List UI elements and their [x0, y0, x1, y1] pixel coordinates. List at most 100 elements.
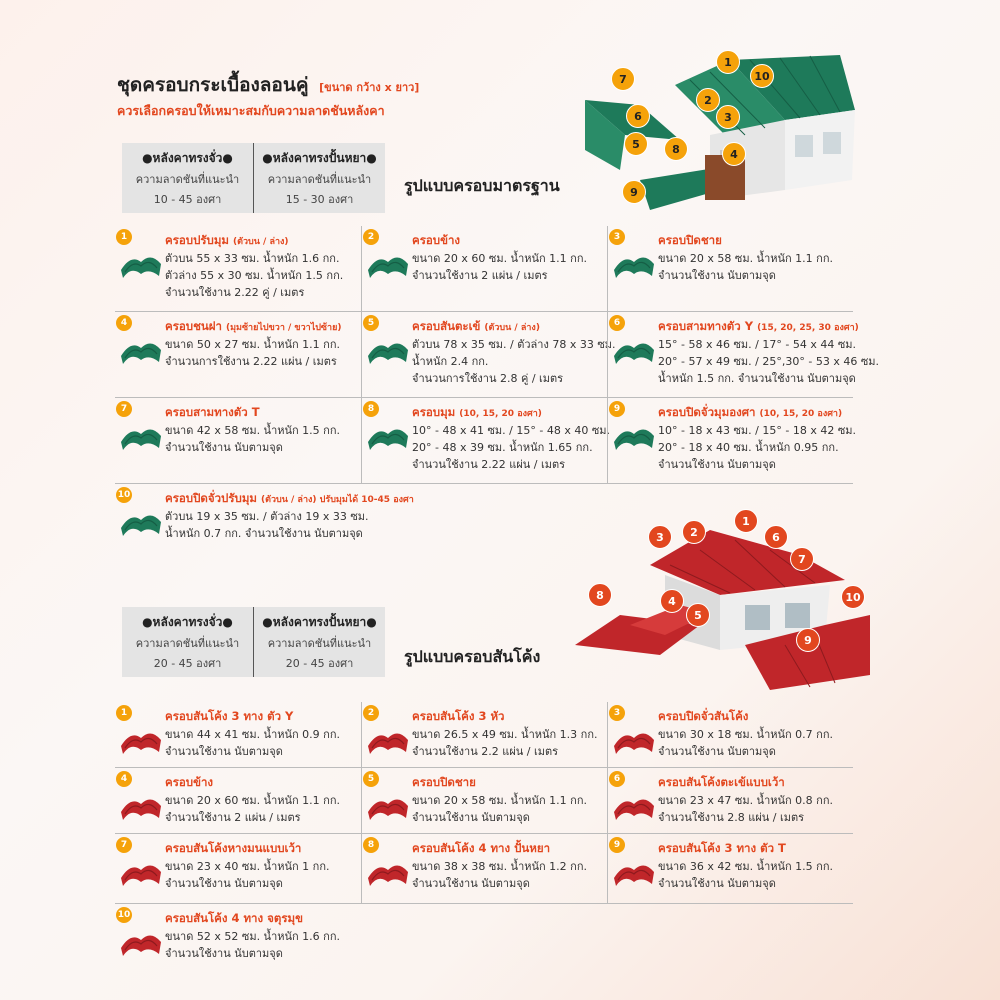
product-thumbnail-icon	[614, 865, 654, 886]
product-name: ครอบสันโค้ง 3 ทาง ตัว Y	[165, 708, 357, 726]
slope-hip: ●หลังคาทรงปั้นหยา● ความลาดชันที่แนะนำ 15…	[253, 143, 385, 213]
green-marker-9: 9	[622, 180, 646, 204]
product-detail: จำนวนการใช้งาน 2.22 แผ่น / เมตร	[165, 355, 337, 368]
product-detail: ขนาด 44 x 41 ซม. น้ำหนัก 0.9 กก.	[165, 728, 340, 741]
product-detail: ขนาด 20 x 60 ซม. น้ำหนัก 1.1 กก.	[412, 252, 587, 265]
product-detail: ขนาด 20 x 58 ซม. น้ำหนัก 1.1 กก.	[412, 794, 587, 807]
product-detail: จำนวนใช้งาน 2.8 แผ่น / เมตร	[658, 811, 805, 824]
product-thumbnail-icon	[368, 865, 408, 886]
product-name-text: ครอบข้าง	[165, 775, 214, 789]
product-name: ครอบข้าง	[165, 774, 357, 792]
green-marker-3: 3	[716, 105, 740, 129]
page-title-text: ชุดครอบกระเบื้องลอนคู่	[117, 74, 309, 96]
product-name-text: ครอบสันโค้งตะเข้แบบเว้า	[658, 775, 785, 789]
product-name: ครอบปิดจั่วสันโค้ง	[658, 708, 849, 726]
product-note: (10, 15, 20 องศา)	[759, 409, 843, 419]
slope-line: ความลาดชันที่แนะนำ	[267, 636, 372, 650]
product-thumbnail-icon	[368, 799, 408, 820]
product-detail: 10° - 48 x 41 ซม. / 15° - 48 x 40 ซม.	[412, 424, 611, 437]
product-detail: น้ำหนัก 1.5 กก. จำนวนใช้งาน นับตามจุด	[658, 372, 856, 385]
product-note: (ตัวบน / ล่าง)	[233, 237, 289, 247]
red-marker-7: 7	[790, 547, 814, 571]
product-detail: จำนวนใช้งาน 2.22 แผ่น / เมตร	[412, 458, 566, 471]
product-thumbnail-icon	[121, 343, 161, 364]
red-marker-8: 8	[588, 583, 612, 607]
product-detail: จำนวนใช้งาน นับตามจุด	[412, 877, 530, 890]
red-marker-5: 5	[686, 603, 710, 627]
slope-head: ●หลังคาทรงจั่ว●	[142, 150, 233, 165]
product-name-text: ครอบมุม	[412, 405, 456, 419]
slope-range: 15 - 30 องศา	[285, 192, 354, 206]
product-name: ครอบสันโค้งหางมนแบบเว้า	[165, 840, 357, 858]
page-subtitle: ควรเลือกครอบให้เหมาะสมกับความลาดชันหลังค…	[117, 103, 385, 118]
slope-line: ความลาดชันที่แนะนำ	[267, 172, 372, 186]
product-name-text: ครอบชนฝา	[165, 319, 222, 333]
product-detail: 20° - 48 x 39 ซม. น้ำหนัก 1.65 กก.	[412, 441, 593, 454]
item-number-badge: 6	[609, 315, 625, 331]
product-detail: จำนวนใช้งาน นับตามจุด	[165, 947, 283, 960]
product-thumbnail-icon	[368, 733, 408, 754]
product-detail: ตัวบน 19 x 35 ซม. / ตัวล่าง 19 x 33 ซม.	[165, 510, 369, 523]
item-number-badge: 5	[363, 771, 379, 787]
product-thumbnail-icon	[368, 257, 408, 278]
product-detail: จำนวนใช้งาน นับตามจุด	[165, 745, 283, 758]
green-marker-6: 6	[626, 104, 650, 128]
item-number-badge: 2	[363, 705, 379, 721]
product-detail: จำนวนใช้งาน 2.22 คู่ / เมตร	[165, 286, 305, 299]
slope-head: ●หลังคาทรงปั้นหยา●	[262, 150, 377, 165]
product-thumbnail-icon	[121, 733, 161, 754]
item-number-badge: 8	[363, 401, 379, 417]
green-marker-10: 10	[750, 64, 774, 88]
item-number-badge: 10	[116, 487, 132, 503]
product-name-text: ครอบสามทางตัว T	[165, 405, 260, 419]
product-note: (มุมซ้ายไปขวา / ขวาไปซ้าย)	[225, 323, 342, 333]
item-number-badge: 6	[609, 771, 625, 787]
green-marker-2: 2	[696, 88, 720, 112]
product-detail: ขนาด 52 x 52 ซม. น้ำหนัก 1.6 กก.	[165, 930, 340, 943]
product-detail: จำนวนการใช้งาน 2.8 คู่ / เมตร	[412, 372, 564, 385]
product-detail: 10° - 18 x 43 ซม. / 15° - 18 x 42 ซม.	[658, 424, 857, 437]
product-name: ครอบสันโค้ง 4 ทาง จตุรมุข	[165, 910, 357, 928]
product-detail: จำนวนใช้งาน 2.2 แผ่น / เมตร	[412, 745, 559, 758]
green-marker-8: 8	[664, 137, 688, 161]
item-number-badge: 3	[609, 705, 625, 721]
red-marker-6: 6	[764, 525, 788, 549]
product-name: ครอบสามทางตัว T	[165, 404, 357, 422]
product-thumbnail-icon	[614, 343, 654, 364]
slope-range: 20 - 45 องศา	[285, 656, 354, 670]
curved-section-title: รูปแบบครอบสันโค้ง	[404, 647, 541, 666]
product-name-text: ครอบปิดชาย	[658, 233, 722, 247]
product-thumbnail-icon	[121, 429, 161, 450]
green-marker-4: 4	[722, 142, 746, 166]
slope-range: 10 - 45 องศา	[153, 192, 222, 206]
product-thumbnail-icon	[614, 733, 654, 754]
slope-head: ●หลังคาทรงปั้นหยา●	[262, 614, 377, 629]
product-detail: ตัวบน 78 x 35 ซม. / ตัวล่าง 78 x 33 ซม.	[412, 338, 616, 351]
product-detail: จำนวนใช้งาน นับตามจุด	[658, 269, 776, 282]
red-house-svg	[575, 530, 870, 690]
item-number-badge: 2	[363, 229, 379, 245]
product-name-text: ครอบสันโค้ง 3 หัว	[412, 709, 505, 723]
size-tag: [ขนาด กว้าง x ยาว]	[319, 81, 420, 94]
product-name-text: ครอบปิดจั่วมุมองศา	[658, 405, 756, 419]
product-name-text: ครอบปิดจั่วปรับมุม	[165, 491, 257, 505]
product-detail: จำนวนใช้งาน นับตามจุด	[658, 877, 776, 890]
product-thumbnail-icon	[121, 865, 161, 886]
product-detail: จำนวนใช้งาน นับตามจุด	[412, 811, 530, 824]
product-name-text: ครอบสันโค้งหางมนแบบเว้า	[165, 841, 302, 855]
item-number-badge: 8	[363, 837, 379, 853]
product-thumbnail-icon	[121, 515, 161, 536]
green-house-illustration: 1 2 3 4 5 6 7 8 9 10	[580, 40, 860, 225]
